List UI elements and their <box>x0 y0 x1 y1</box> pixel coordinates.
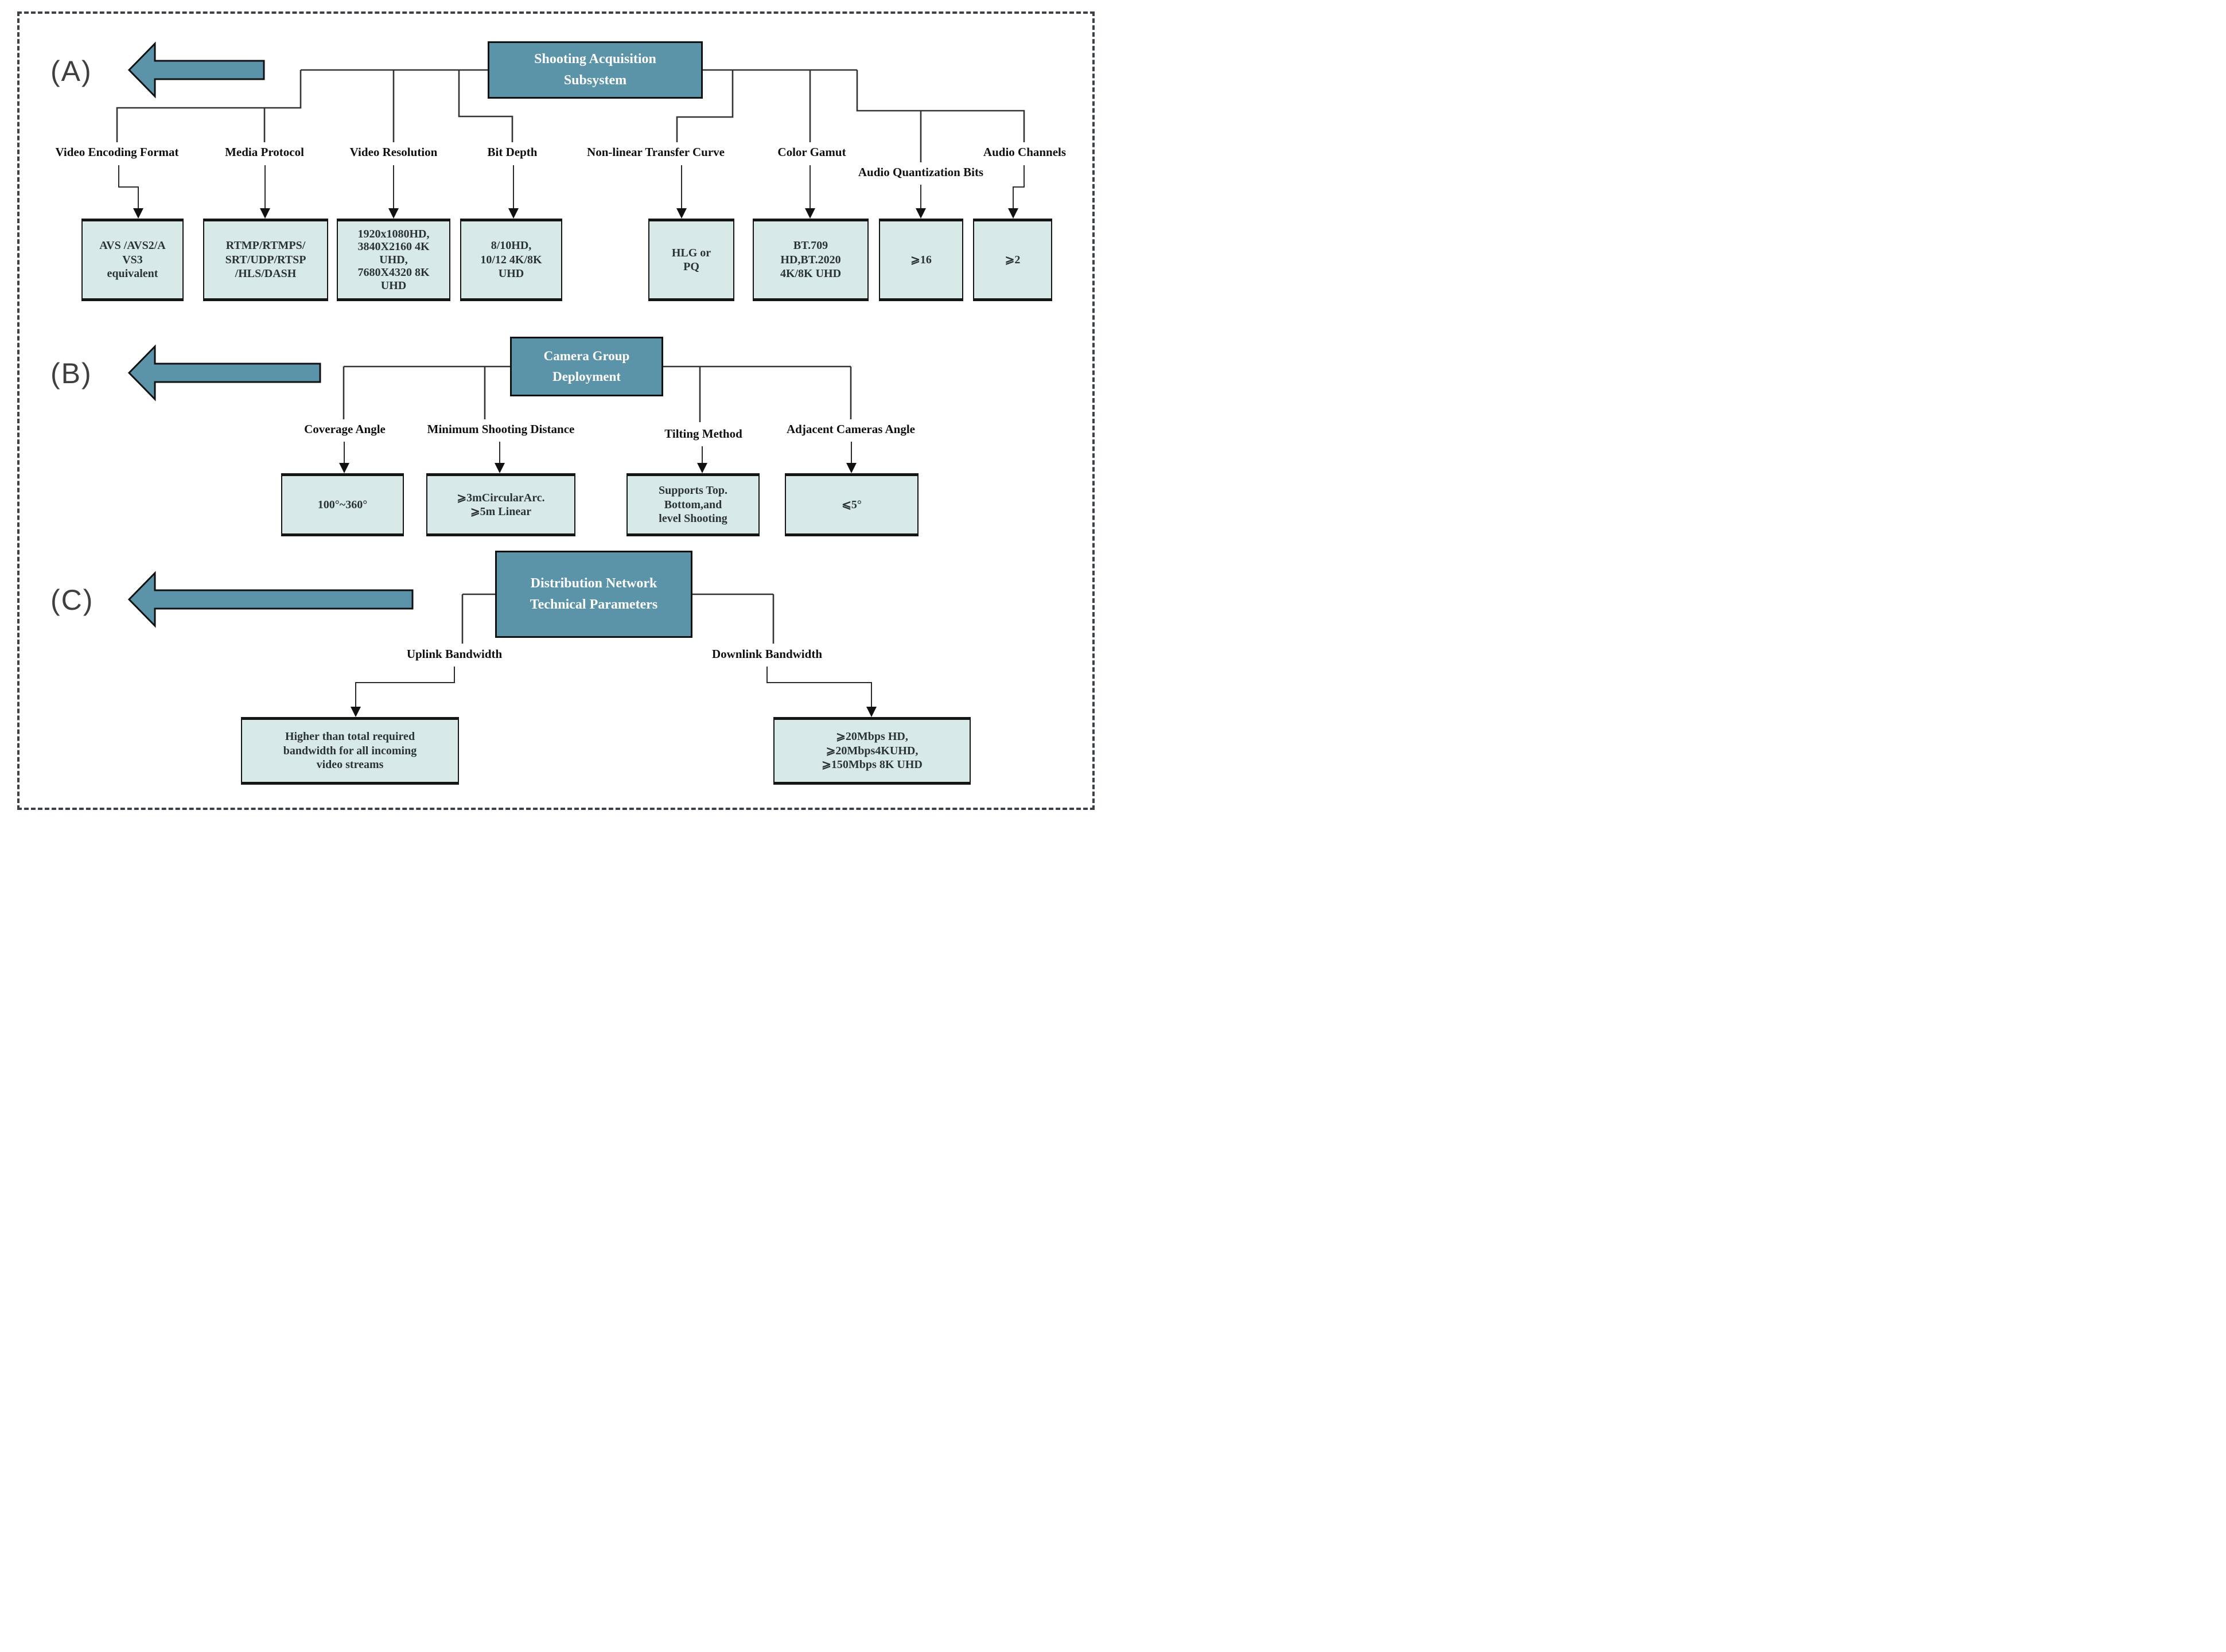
leaf-bit-depth: 8/10HD, 10/12 4K/8K UHD <box>460 219 562 301</box>
leaf-uplink-bandwidth: Higher than total required bandwidth for… <box>241 717 459 785</box>
leaf-media-protocol: RTMP/RTMPS/ SRT/UDP/RTSP /HLS/DASH <box>203 219 328 301</box>
branch-label-downlink-bandwidth: Downlink Bandwidth <box>711 647 823 661</box>
node-camera-group-deployment: Camera Group Deployment <box>510 337 663 396</box>
page-dashed-border <box>17 11 1095 810</box>
arrowheads <box>133 208 1018 717</box>
branch-label-adjacent-cameras-angle: Adjacent Cameras Angle <box>787 422 915 436</box>
section-b-marker: (B) <box>50 357 92 389</box>
branch-label-tilting-method: Tilting Method <box>664 427 742 441</box>
leaf-adjacent-cameras-angle: ⩽5° <box>785 473 919 536</box>
branch-label-audio-channels: Audio Channels <box>983 145 1067 159</box>
leaf-coverage-angle: 100°~360° <box>281 473 404 536</box>
branch-label-video-resolution: Video Resolution <box>349 145 438 159</box>
section-a-marker: (A) <box>50 55 92 87</box>
branch-label-color-gamut: Color Gamut <box>777 145 846 159</box>
branch-label-video-encoding-format: Video Encoding Format <box>55 145 179 159</box>
leaf-minimum-shooting-distance: ⩾3mCircularArc. ⩾5m Linear <box>426 473 575 536</box>
node-distribution-network-technical-parameters: Distribution Network Technical Parameter… <box>495 551 692 638</box>
section-c-marker: (C) <box>50 584 94 616</box>
branch-label-non-linear-transfer-curve: Non-linear Transfer Curve <box>587 145 725 159</box>
leaf-color-gamut: BT.709 HD,BT.2020 4K/8K UHD <box>753 219 869 301</box>
leaf-tilting-method: Supports Top. Bottom,and level Shooting <box>626 473 760 536</box>
leaf-non-linear-transfer-curve: HLG or PQ <box>648 219 734 301</box>
branch-label-media-protocol: Media Protocol <box>225 145 304 159</box>
leaf-audio-quantization-bits: ⩾16 <box>879 219 963 301</box>
leaf-video-encoding-format: AVS /AVS2/A VS3 equivalent <box>81 219 184 301</box>
connector-lines <box>116 41 1025 717</box>
leaf-audio-channels: ⩾2 <box>973 219 1052 301</box>
section-b-left-arrow-shape <box>127 344 321 402</box>
branch-label-minimum-shooting-distance: Minimum Shooting Distance <box>427 422 575 436</box>
leaf-video-resolution: 1920x1080HD, 3840X2160 4K UHD, 7680X4320… <box>337 219 450 301</box>
node-shooting-acquisition-subsystem: Shooting Acquisition Subsystem <box>488 41 703 99</box>
section-c-left-arrow-shape <box>127 571 414 628</box>
branch-label-audio-quantization-bits: Audio Quantization Bits <box>858 165 984 179</box>
branch-label-uplink-bandwidth: Uplink Bandwidth <box>406 647 503 661</box>
branch-label-bit-depth: Bit Depth <box>487 145 538 159</box>
branch-label-coverage-angle: Coverage Angle <box>304 422 386 436</box>
leaf-downlink-bandwidth: ⩾20Mbps HD, ⩾20Mbps4KUHD, ⩾150Mbps 8K UH… <box>773 717 971 785</box>
section-a-left-arrow-shape <box>127 41 265 99</box>
